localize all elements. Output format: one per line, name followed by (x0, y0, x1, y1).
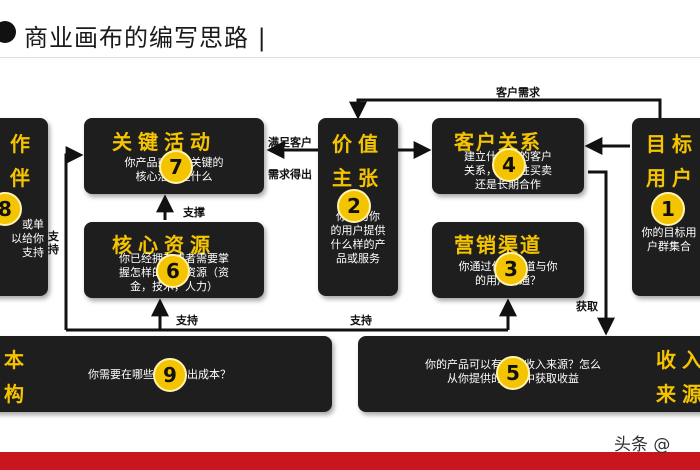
watermark-text: 头条 @ (614, 435, 671, 455)
number-badge-4: 4 (492, 148, 526, 182)
number-badge-1: 1 (651, 192, 685, 226)
cost-description: 你需要在哪些方面付出成本？ (88, 368, 288, 382)
label-support-resources: 支撑 (183, 206, 205, 219)
bullet-icon (0, 21, 16, 43)
activities-heading: 关键活动 (112, 130, 216, 154)
value-heading-top: 价值 (332, 132, 384, 156)
revenue-heading-top: 收入 (656, 348, 700, 372)
segments-heading-bottom: 用户 (646, 166, 698, 190)
number-badge-5: 5 (496, 356, 530, 390)
label-satisfy-customer: 满足客户 (268, 136, 312, 149)
number-badge-3: 3 (494, 252, 528, 286)
number-badge-7: 7 (159, 150, 193, 184)
label-support-vertical: 支持 (48, 230, 59, 256)
segments-heading-top: 目标 (646, 132, 698, 156)
arrow-acquire (588, 170, 615, 336)
relationships-heading: 客户关系 (454, 130, 542, 154)
cost-heading-top: 本 (4, 348, 30, 372)
partners-description: 或单 以给你 支持 (11, 218, 44, 259)
value-heading-bottom: 主张 (332, 166, 384, 190)
revenue-heading-bottom: 来源 (656, 382, 700, 406)
resources-heading: 核心资源 (112, 233, 216, 257)
label-support-right: 支持 (350, 314, 372, 327)
segments-description: 你的目标用 户群集合 (641, 226, 697, 253)
channels-heading: 营销渠道 (454, 233, 542, 257)
footer-band (0, 452, 700, 470)
title-bar: 商业画布的编写思路 | (0, 14, 700, 54)
partners-heading-bottom: 伴 (10, 166, 36, 190)
number-badge-2: 2 (337, 189, 371, 223)
page-title: 商业画布的编写思路 | (24, 24, 267, 52)
label-support-left: 支持 (176, 314, 198, 327)
arrow-support-left (64, 146, 84, 330)
number-badge-9: 9 (153, 358, 187, 392)
label-acquire: 获取 (576, 300, 598, 313)
cost-heading-bottom: 构 (4, 382, 30, 406)
partners-heading-top: 作 (10, 132, 36, 156)
divider (0, 57, 700, 58)
number-badge-6: 6 (156, 254, 190, 288)
label-needs-met: 需求得出 (268, 168, 312, 181)
arrow-customer-needs (349, 98, 662, 120)
label-customer-needs: 客户需求 (496, 86, 540, 99)
